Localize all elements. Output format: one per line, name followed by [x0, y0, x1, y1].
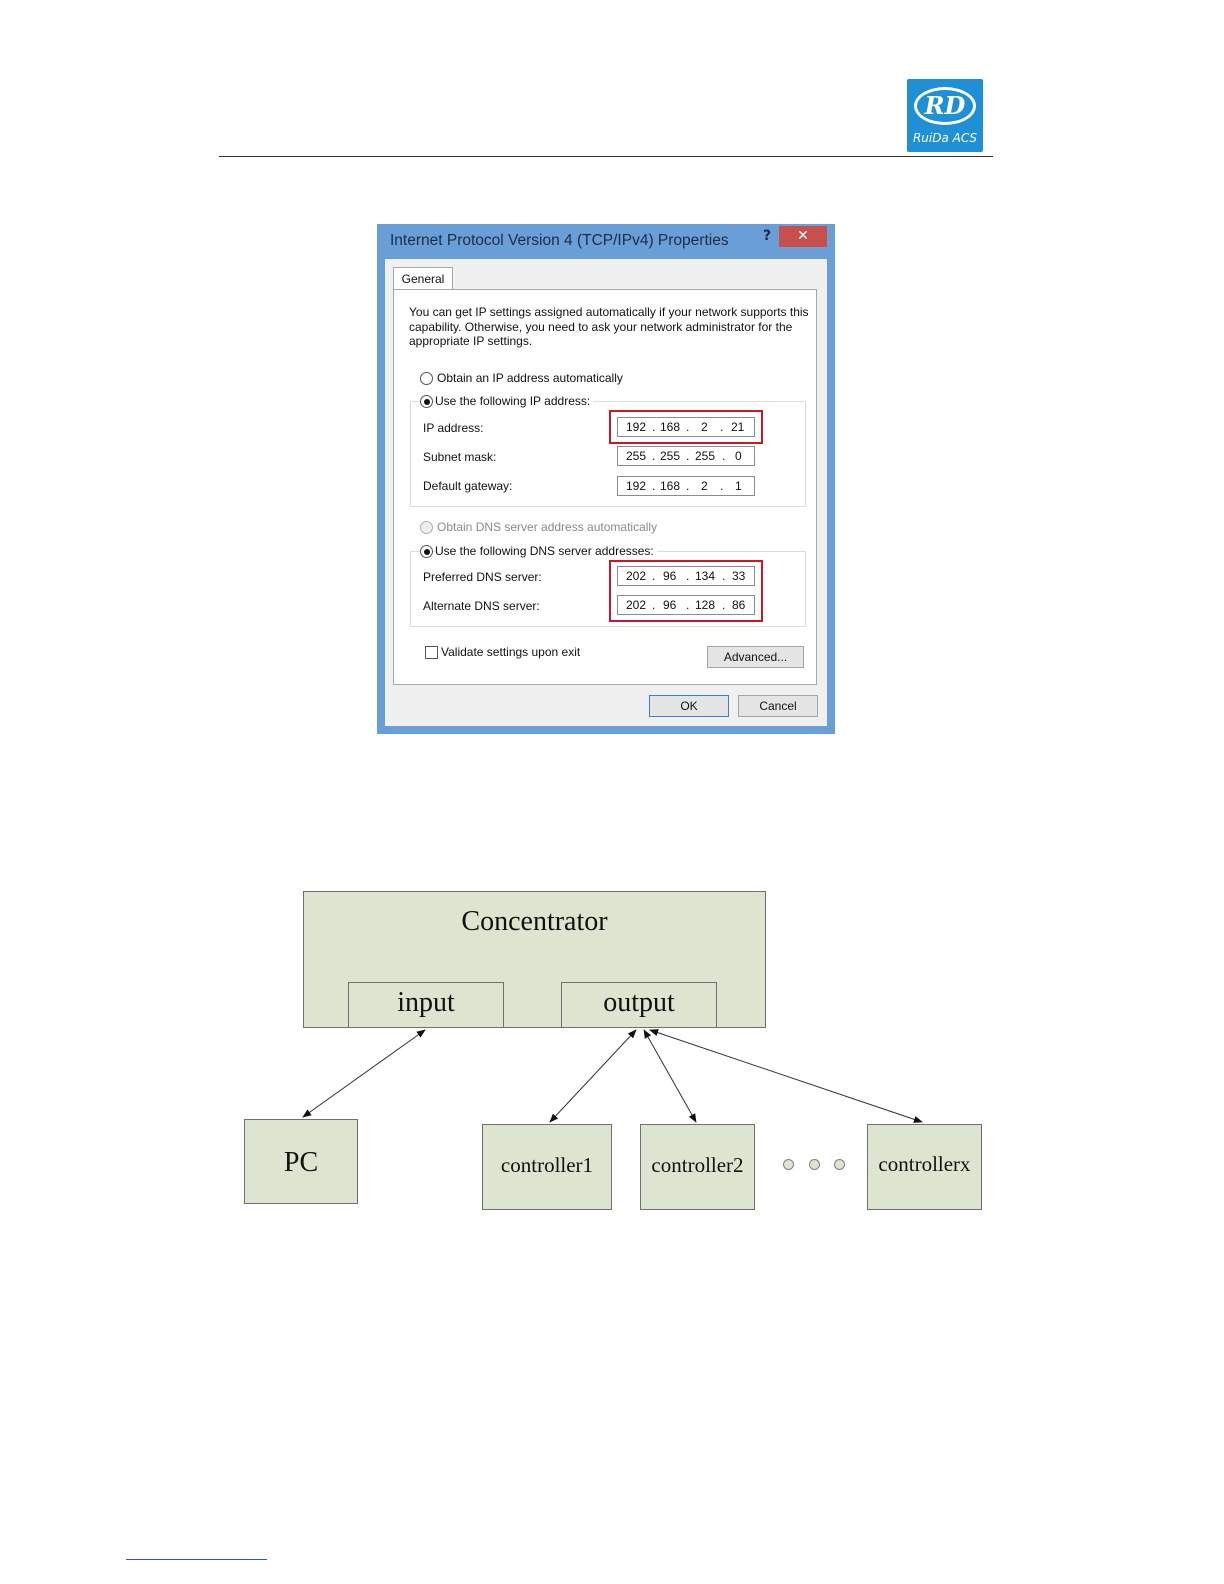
radio-use-dns-label: Use the following DNS server addresses: [435, 544, 657, 558]
help-icon[interactable]: ? [762, 228, 772, 244]
radio-use-dns[interactable] [420, 545, 433, 558]
default-gateway-label: Default gateway: [423, 479, 513, 493]
advanced-button[interactable]: Advanced... [707, 646, 804, 668]
radio-use-ip[interactable] [420, 395, 433, 408]
ip-address-field[interactable]: 192. 168. 2. 21 [617, 417, 755, 437]
alternate-dns-label: Alternate DNS server: [423, 599, 540, 613]
general-panel: You can get IP settings assigned automat… [393, 289, 817, 685]
ip-group [410, 401, 806, 507]
preferred-dns-field[interactable]: 202. 96. 134. 33 [617, 566, 755, 586]
radio-use-ip-label: Use the following IP address: [435, 394, 594, 408]
alternate-dns-field[interactable]: 202. 96. 128. 86 [617, 595, 755, 615]
validate-checkbox[interactable] [425, 646, 438, 659]
concentrator-label: Concentrator [461, 906, 608, 937]
arrow-controller2-output [643, 1029, 697, 1123]
arrow-pc-input [302, 1029, 426, 1118]
radio-obtain-ip-label: Obtain an IP address automatically [437, 371, 623, 385]
pc-box: PC [244, 1119, 358, 1204]
tab-general[interactable]: General [393, 267, 453, 290]
ok-button[interactable]: OK [649, 695, 729, 717]
ellipsis-dot-3 [834, 1159, 845, 1170]
ellipsis-dot-2 [809, 1159, 820, 1170]
validate-label: Validate settings upon exit [441, 645, 581, 659]
header-rule [219, 156, 993, 157]
tcpip-properties-dialog: Internet Protocol Version 4 (TCP/IPv4) P… [377, 224, 835, 734]
radio-obtain-dns-label: Obtain DNS server address automatically [437, 520, 658, 534]
controllerx-box: controllerx [867, 1124, 982, 1210]
logo-brand: RuiDa ACS [912, 131, 978, 145]
ellipsis-dot-1 [783, 1159, 794, 1170]
dns-highlight [609, 560, 763, 622]
preferred-dns-label: Preferred DNS server: [423, 570, 542, 584]
output-port: output [561, 982, 717, 1028]
footnote-rule [126, 1559, 267, 1560]
ip-address-label: IP address: [423, 421, 484, 435]
description-text: You can get IP settings assigned automat… [409, 305, 809, 348]
default-gateway-field[interactable]: 192. 168. 2. 1 [617, 476, 755, 496]
input-port: input [348, 982, 504, 1028]
controller1-box: controller1 [482, 1124, 612, 1210]
arrow-controller1-output [549, 1029, 637, 1123]
cancel-button[interactable]: Cancel [738, 695, 818, 717]
close-button[interactable]: ✕ [779, 226, 827, 247]
radio-obtain-dns[interactable] [420, 521, 433, 534]
ruida-logo: RD RuiDa ACS [907, 79, 983, 152]
dialog-client: General You can get IP settings assigned… [385, 259, 827, 726]
logo-letters: RD [914, 87, 976, 125]
radio-obtain-ip[interactable] [420, 372, 433, 385]
subnet-mask-label: Subnet mask: [423, 450, 497, 464]
ip-highlight [609, 410, 763, 444]
subnet-mask-field[interactable]: 255. 255. 255. 0 [617, 446, 755, 466]
arrow-controllerx-output [649, 1029, 923, 1123]
dialog-title: Internet Protocol Version 4 (TCP/IPv4) P… [390, 232, 729, 249]
controller2-box: controller2 [640, 1124, 755, 1210]
